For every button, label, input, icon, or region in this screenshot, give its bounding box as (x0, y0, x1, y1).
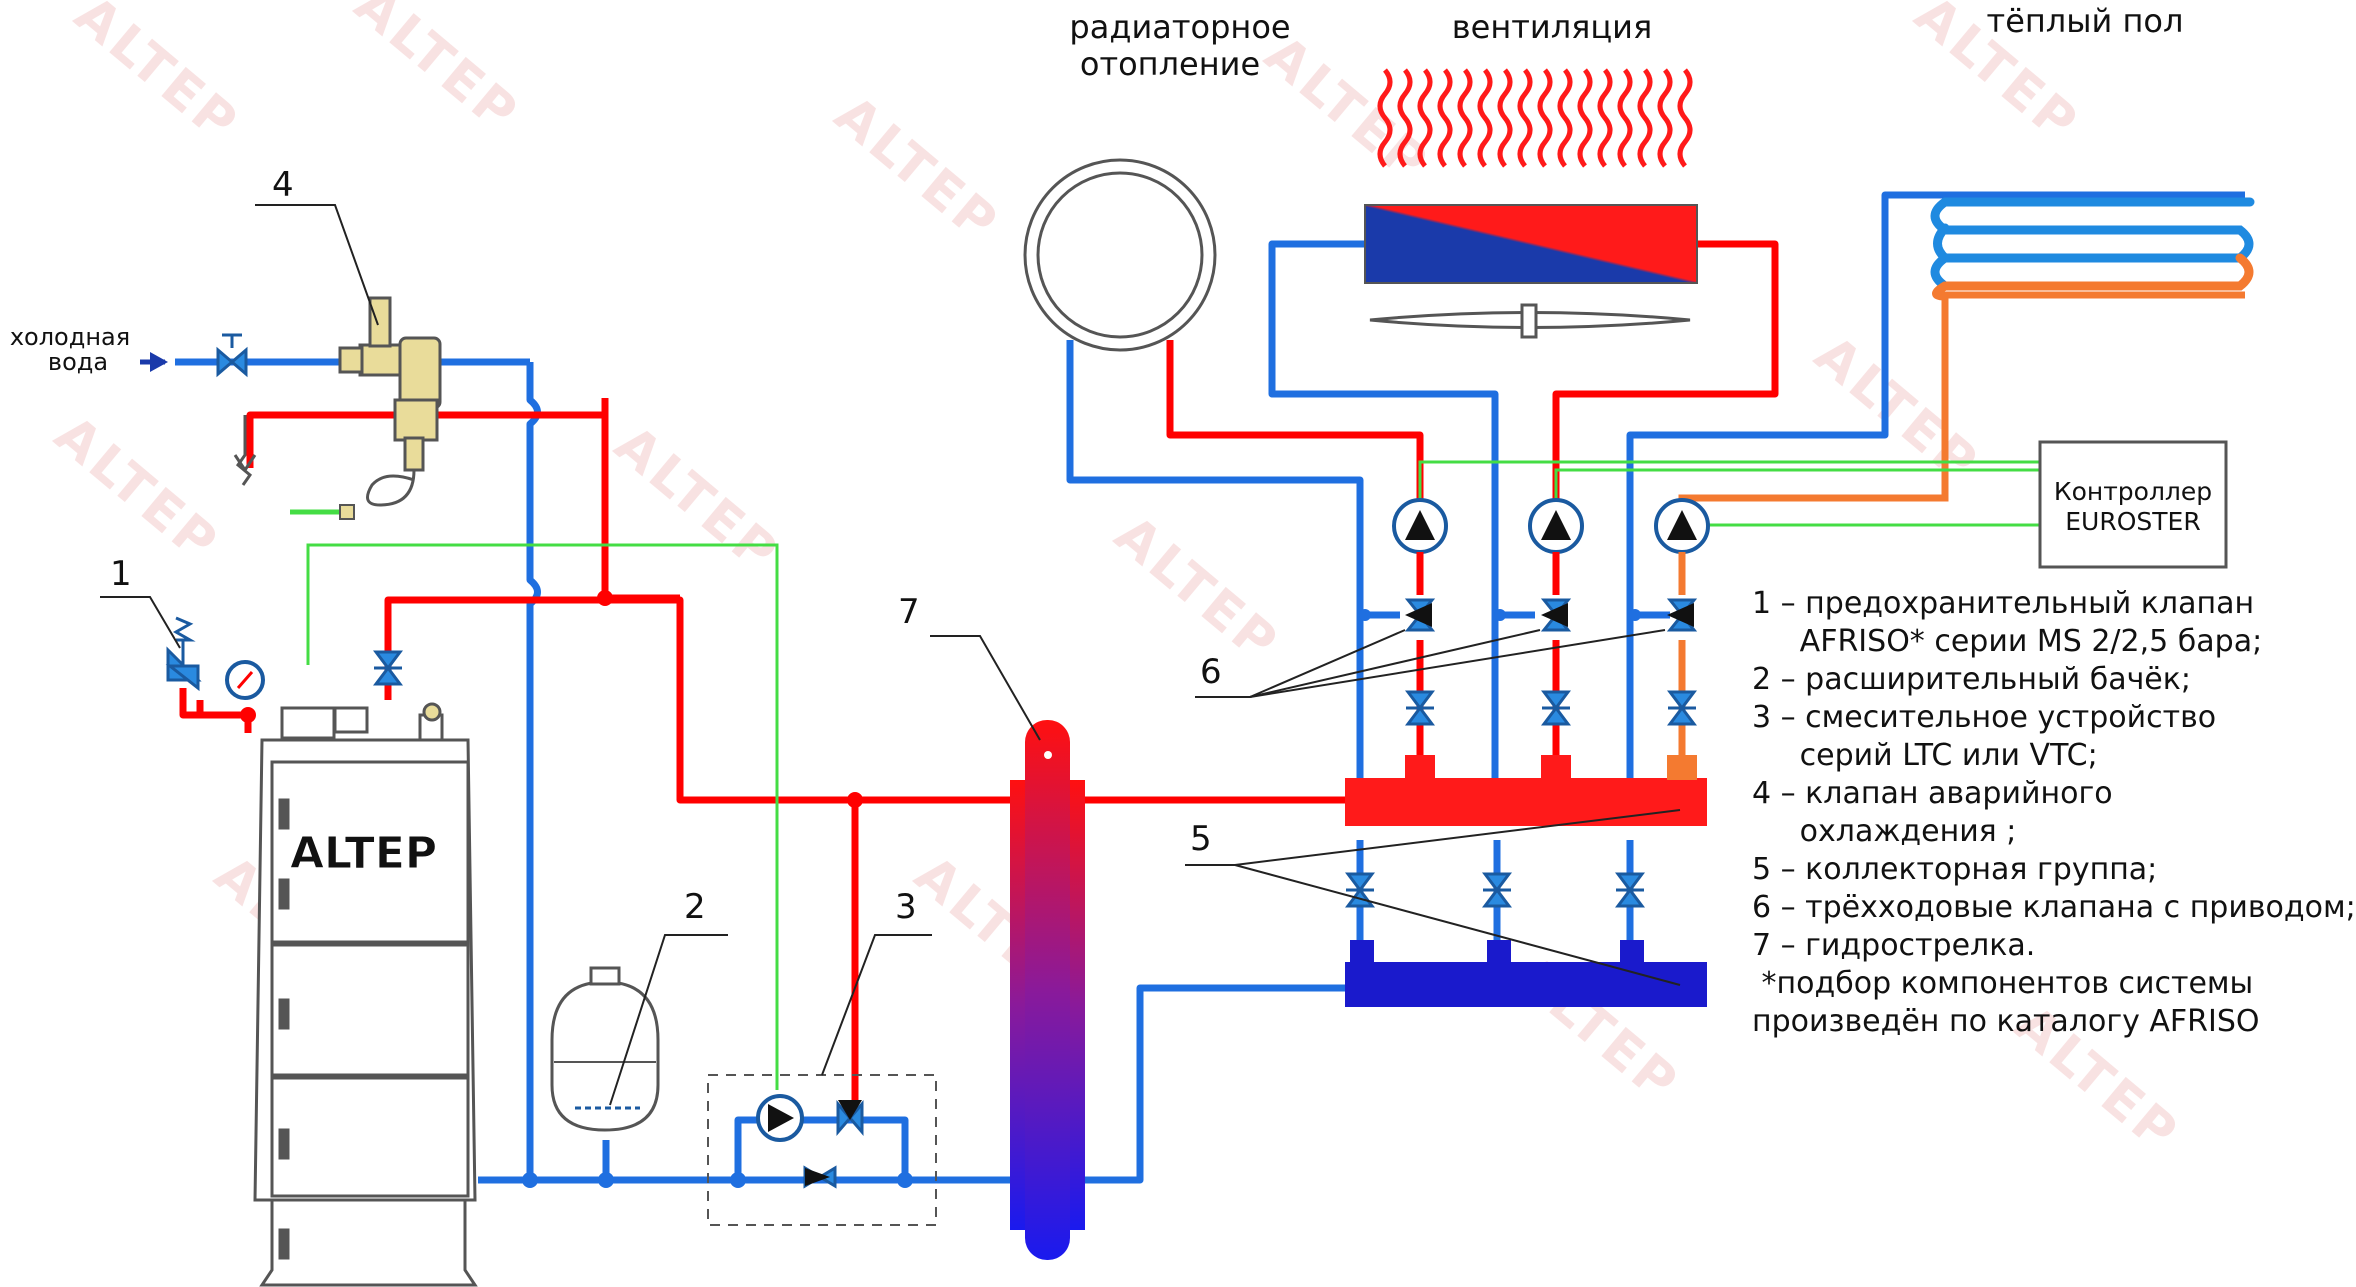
control-signal-lines (306, 460, 2040, 1090)
legend-line: *подбор компонентов системы (1752, 966, 2254, 1001)
callout-4: 4 (272, 165, 294, 205)
boiler-brand: ALTEP (290, 828, 437, 879)
shutoff-valve (1614, 872, 1646, 908)
callout-3: 3 (895, 887, 917, 927)
legend-line: серий LTC или VTC; (1752, 738, 2098, 773)
legend-line: 2 – расширительный бачёк; (1752, 662, 2191, 697)
callout-6: 6 (1200, 652, 1222, 692)
radiator (1023, 158, 1217, 352)
cold-water-valve (216, 348, 248, 376)
radiator-heating-title-2: отопление (1080, 45, 1260, 83)
pump-floor (1654, 498, 1710, 554)
shutoff-valve (1540, 690, 1572, 726)
controller-line2: EUROSTER (2065, 507, 2200, 536)
floor-coil (1930, 197, 2255, 301)
circulation-pumps (1392, 498, 1710, 554)
pump-ventilation (1528, 498, 1584, 554)
hydraulic-separator (1010, 720, 1085, 1260)
legend-line: 1 – предохранительный клапан (1752, 586, 2255, 621)
boiler-supply-valve (372, 650, 404, 686)
cold-water-label-1: холодная (10, 323, 130, 351)
legend-line: AFRISO* серии MS 2/2,5 бара; (1752, 624, 2263, 659)
legend-line: 5 – коллекторная группа; (1752, 852, 2158, 887)
ventilation-unit (1364, 68, 1698, 339)
pressure-gauge (225, 660, 265, 700)
junction-dots-return (522, 1172, 913, 1188)
legend-line: произведён по каталогу AFRISO (1752, 1004, 2260, 1039)
heating-scheme: ALTEP (10, 2, 2255, 1287)
legend-line: 3 – смесительное устройство (1752, 700, 2217, 735)
callout-leaders (100, 204, 1681, 1106)
floor-heating-title: тёплый пол (1987, 2, 2184, 40)
radiator-heating-title-1: радиаторное (1069, 8, 1290, 46)
collector-group (1345, 755, 1707, 1007)
cold-water-inlet (140, 333, 248, 376)
legend-line: 7 – гидрострелка. (1752, 928, 2036, 963)
ventilation-title: вентиляция (1452, 8, 1652, 46)
callout-1: 1 (110, 554, 132, 594)
emergency-cooling-valve (233, 296, 442, 520)
three-way-valves (1359, 598, 1698, 632)
junction-dots-supply (240, 590, 863, 808)
boiler (253, 702, 478, 1287)
legend-line: охлаждения ; (1752, 814, 2017, 849)
shutoff-valve (1481, 872, 1513, 908)
safety-valve (165, 616, 202, 692)
expansion-tank (550, 966, 660, 1132)
callout-2: 2 (684, 887, 706, 927)
legend-line: 4 – клапан аварийного (1752, 776, 2113, 811)
controller-euroster (2038, 440, 2228, 569)
callout-7: 7 (898, 592, 920, 632)
shutoff-valve (1666, 690, 1698, 726)
controller-line1: Контроллер (2054, 477, 2212, 506)
pump-radiator (1392, 498, 1448, 554)
callout-5: 5 (1190, 819, 1212, 859)
cold-water-label-2: вода (48, 348, 108, 376)
shutoff-valve (1404, 690, 1436, 726)
legend-line: 6 – трёхходовые клапана с приводом; (1752, 890, 2356, 925)
